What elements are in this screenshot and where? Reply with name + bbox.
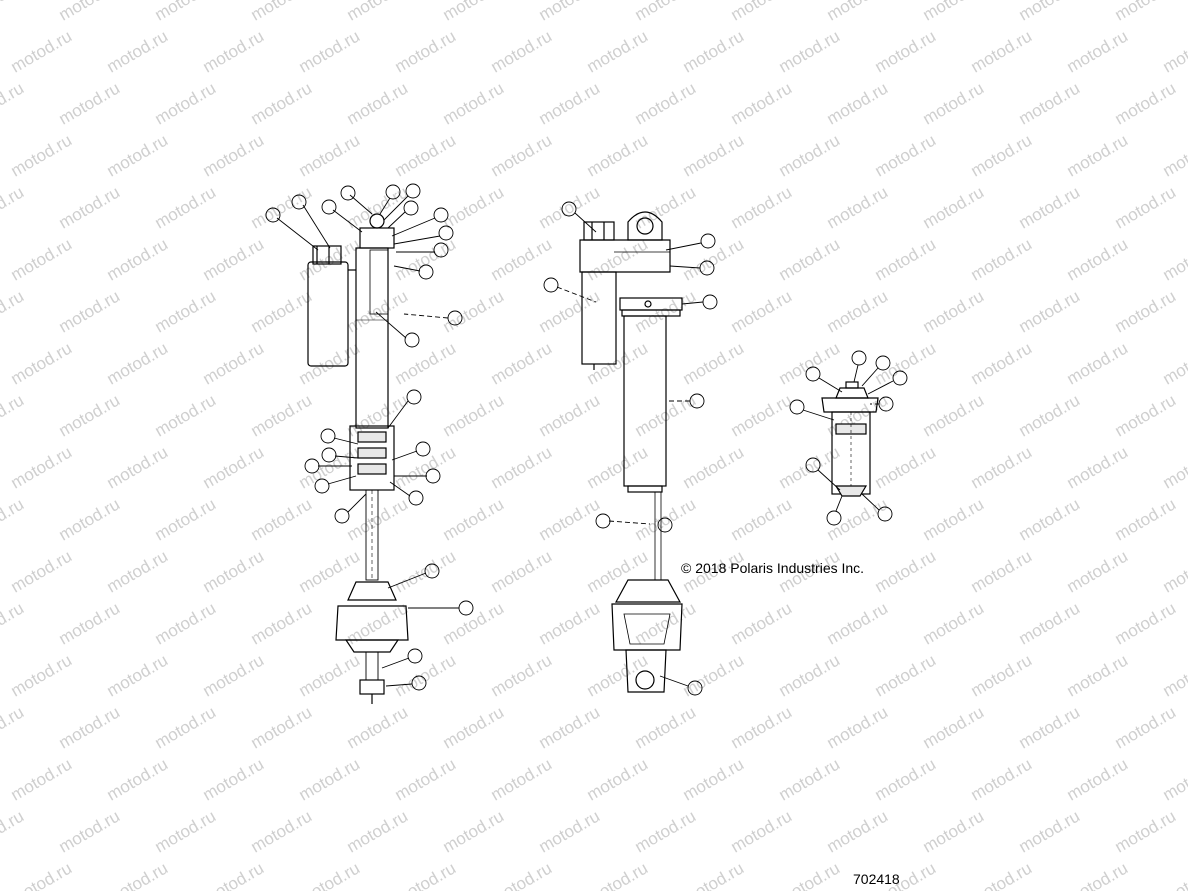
shock-head [579,239,671,273]
callouts-left [265,183,474,691]
bumper [347,581,397,601]
top-eye [627,211,663,241]
bottom-boot [614,579,682,603]
callouts-center [543,201,718,696]
main-body [623,315,667,487]
bottom-cup [335,605,409,641]
top-mount [359,227,395,249]
cutaway-body [355,247,389,429]
sub-assembly-detail [821,381,879,497]
lower-eye [359,679,385,695]
reservoir-body [307,261,349,367]
top-nut [369,213,385,229]
callouts-right [789,350,908,526]
reservoir-body [581,271,617,365]
shock-cutaway-assembly [307,213,409,704]
figure-number: 702418 [853,871,900,887]
copyright-notice: © 2018 Polaris Industries Inc. [681,560,865,576]
reservoir-cap [312,245,342,265]
shock-external-assembly [579,211,683,693]
bottom-eye [625,649,667,693]
